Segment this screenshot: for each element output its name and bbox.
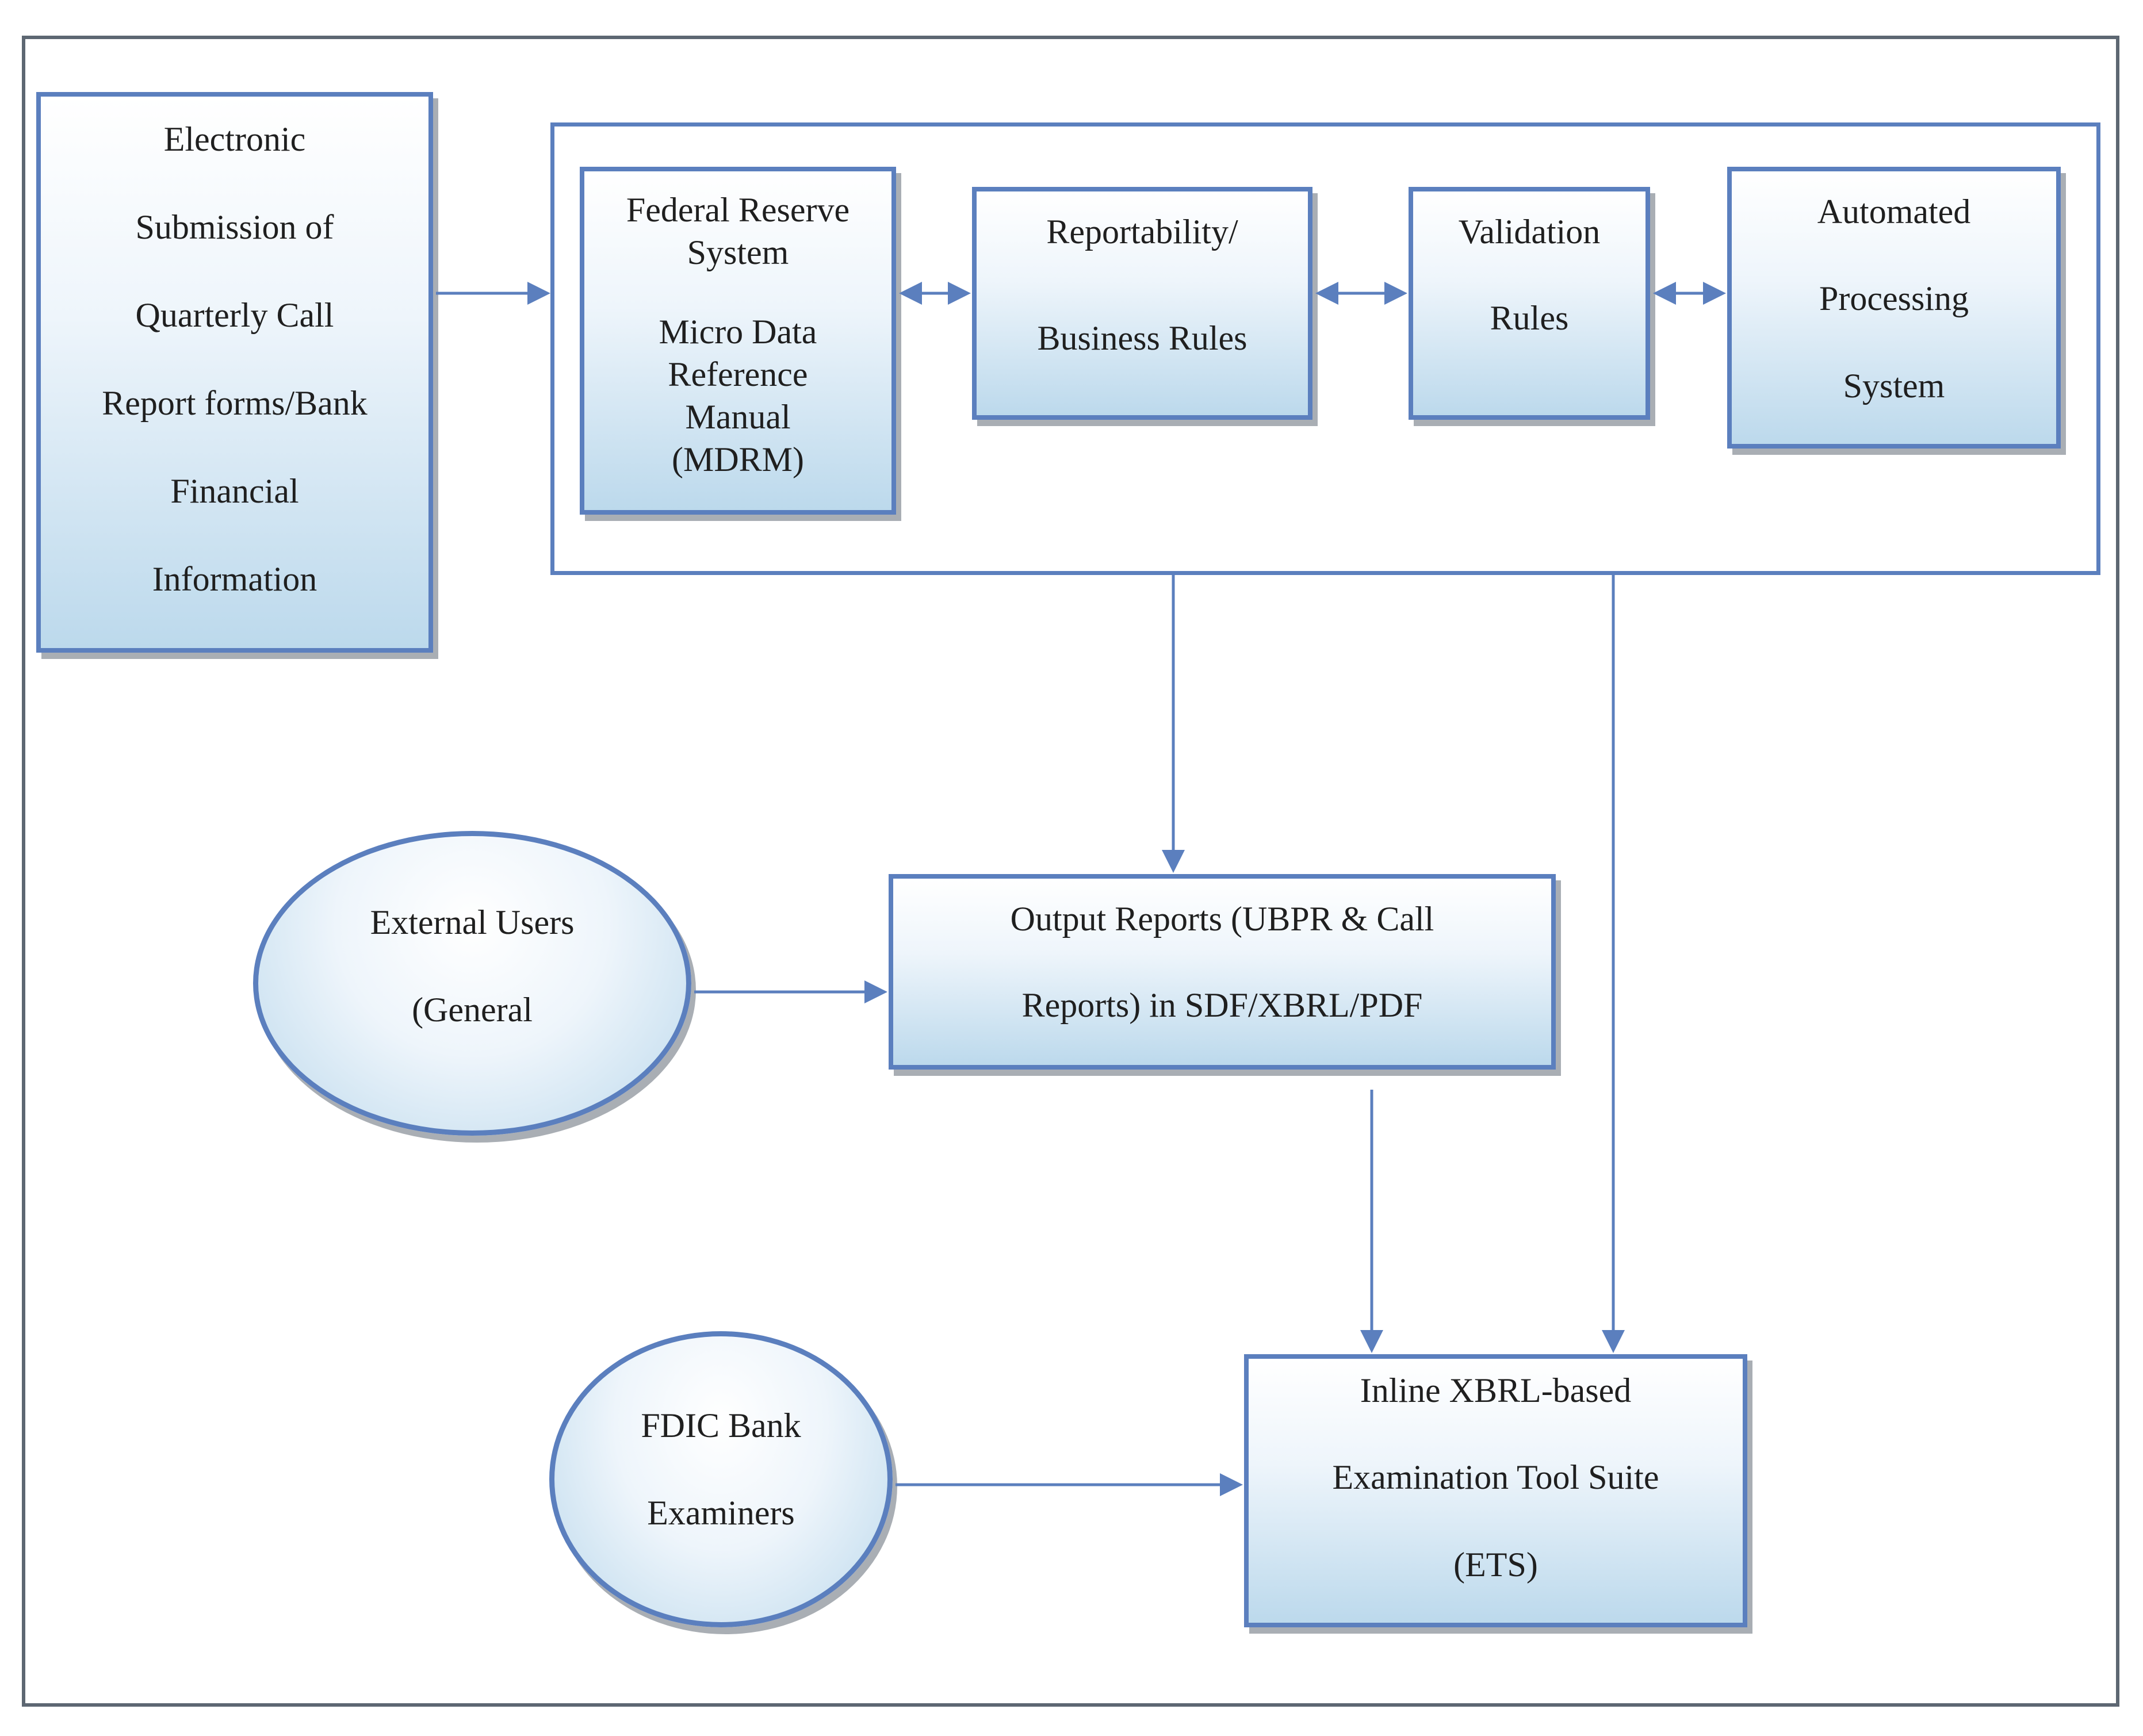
- node-text-line: Federal Reserve: [626, 191, 850, 229]
- node-text-line: System: [687, 233, 789, 271]
- node-text-line: Reportability/: [1046, 213, 1238, 251]
- node-text-line: Micro Data: [659, 313, 817, 351]
- node-text-line: Information: [152, 560, 317, 598]
- node-text-line: Quarterly Call: [135, 296, 334, 334]
- node-text-line: Examination Tool Suite: [1332, 1458, 1659, 1497]
- external-users-ellipse: External Users (General: [253, 831, 691, 1136]
- node-text-line: System: [1843, 366, 1945, 405]
- node-text-line: Reports) in SDF/XBRL/PDF: [1021, 986, 1423, 1024]
- node-text-line: Validation: [1458, 213, 1601, 251]
- node-text-line: Examiners: [647, 1494, 795, 1532]
- ets-box: Inline XBRL-based Examination Tool Suite…: [1244, 1354, 1747, 1627]
- node-text-line: Rules: [1490, 299, 1569, 337]
- mdrm-box: Federal Reserve System Micro Data Refere…: [580, 167, 896, 515]
- node-text-line: Business Rules: [1037, 319, 1247, 357]
- validation-rules-box: Validation Rules: [1409, 187, 1650, 420]
- node-text-line: Processing: [1819, 279, 1969, 318]
- node-text-line: Electronic: [163, 120, 306, 158]
- node-text-line: Automated: [1817, 193, 1971, 231]
- fdic-examiners-ellipse: FDIC Bank Examiners: [549, 1331, 893, 1627]
- node-text-line: Submission of: [135, 208, 334, 246]
- electronic-submission-box: Electronic Submission of Quarterly Call …: [36, 92, 433, 653]
- automated-processing-box: Automated Processing System: [1727, 167, 2061, 449]
- node-text-line: (ETS): [1453, 1545, 1538, 1584]
- node-text-line: Manual: [685, 398, 791, 436]
- node-text-line: Reference: [668, 355, 808, 393]
- reportability-box: Reportability/ Business Rules: [972, 187, 1312, 420]
- node-text-line: (General: [412, 991, 533, 1029]
- node-text-line: Financial: [170, 472, 299, 510]
- node-text-line: Report forms/Bank: [102, 384, 368, 422]
- output-reports-box: Output Reports (UBPR & Call Reports) in …: [889, 874, 1556, 1070]
- diagram-frame: [22, 36, 2119, 1707]
- node-text-line: Inline XBRL-based: [1360, 1371, 1632, 1409]
- node-text-line: (MDRM): [671, 440, 804, 478]
- node-text-line: FDIC Bank: [641, 1407, 801, 1444]
- node-text-line: Output Reports (UBPR & Call: [1010, 900, 1434, 938]
- node-text-line: External Users: [370, 903, 575, 941]
